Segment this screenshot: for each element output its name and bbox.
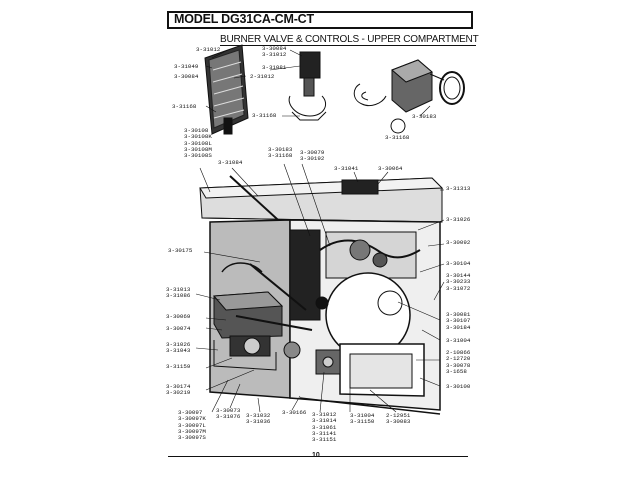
burner-screen-illustration [204,44,249,135]
part-label: 3-31013 3-31086 [166,286,191,300]
part-label: 3-31084 [218,159,243,166]
part-label: 3-31026 3-31043 [166,341,191,355]
part-label: 3-30104 [446,260,471,267]
part-label: 3-30175 [168,247,193,254]
part-label: 3-30073 3-31076 [216,407,241,421]
drum-opening-illustration [315,272,411,358]
part-label: 3-31012 3-31014 3-31061 3-31141 3-31151 [312,411,337,444]
part-label: 2-10866 2-12720 3-30078 3-1658 [446,349,471,375]
part-label: 3-30183 [412,113,437,120]
page-number: 10 [312,452,320,459]
model-title-box [167,11,473,29]
part-label: 3-30092 [446,239,471,246]
part-label: 3-31168 [252,112,277,119]
part-label: 3-30166 [282,409,307,416]
part-label: 2-31012 [250,73,275,80]
part-label: 3-31032 3-31036 [246,412,271,426]
part-label: 3-30174 3-30219 [166,383,191,397]
part-label: 3-31049 [174,63,199,70]
igniter-assembly-illustration [288,51,327,121]
part-label: 3-30074 [166,325,191,332]
part-label: 3-30183 3-31168 [268,146,293,160]
part-label: 3-31012 [196,46,221,53]
subtitle-rule [220,45,476,46]
transformer-illustration [353,59,465,134]
footer-rule [168,456,468,457]
part-label: 3-30084 [174,73,199,80]
part-label: 3-30097 3-30097K 3-30097L 3-30097M 3-300… [178,409,206,442]
part-label: 3-31168 [385,134,410,141]
diagram-subtitle: BURNER VALVE & CONTROLS - UPPER COMPARTM… [220,34,479,45]
part-label: 3-30144 3-30233 3-31072 [446,272,471,292]
part-label: 3-31081 [262,64,287,71]
part-label: 3-31004 3-31150 [350,412,375,426]
part-label: 3-30069 [166,313,191,320]
part-label: 3-31004 [446,337,471,344]
lower-access-panel-illustration [299,343,441,415]
part-label: 3-30064 [378,165,403,172]
part-label: 3-31168 [172,103,197,110]
model-title: MODEL DG31CA-CM-CT [174,12,314,26]
part-label: 3-31313 [446,185,471,192]
gas-valve-illustration [212,262,313,371]
part-label: 3-31041 [334,165,359,172]
part-label: 2-12951 3-30083 [386,412,411,426]
part-label: 3-30079 3-30192 [300,149,325,163]
leader-lines [195,49,445,413]
part-label: 3-30084 3-31012 [262,45,287,59]
part-label: 3-30081 3-30107 3-30184 [446,311,471,331]
part-label: 3-30108 3-30108K 3-30108L 3-30108M 3-301… [184,127,212,160]
part-label: 3-31159 [166,363,191,370]
part-label: 3-30100 [446,383,471,390]
part-label: 3-31026 [446,216,471,223]
